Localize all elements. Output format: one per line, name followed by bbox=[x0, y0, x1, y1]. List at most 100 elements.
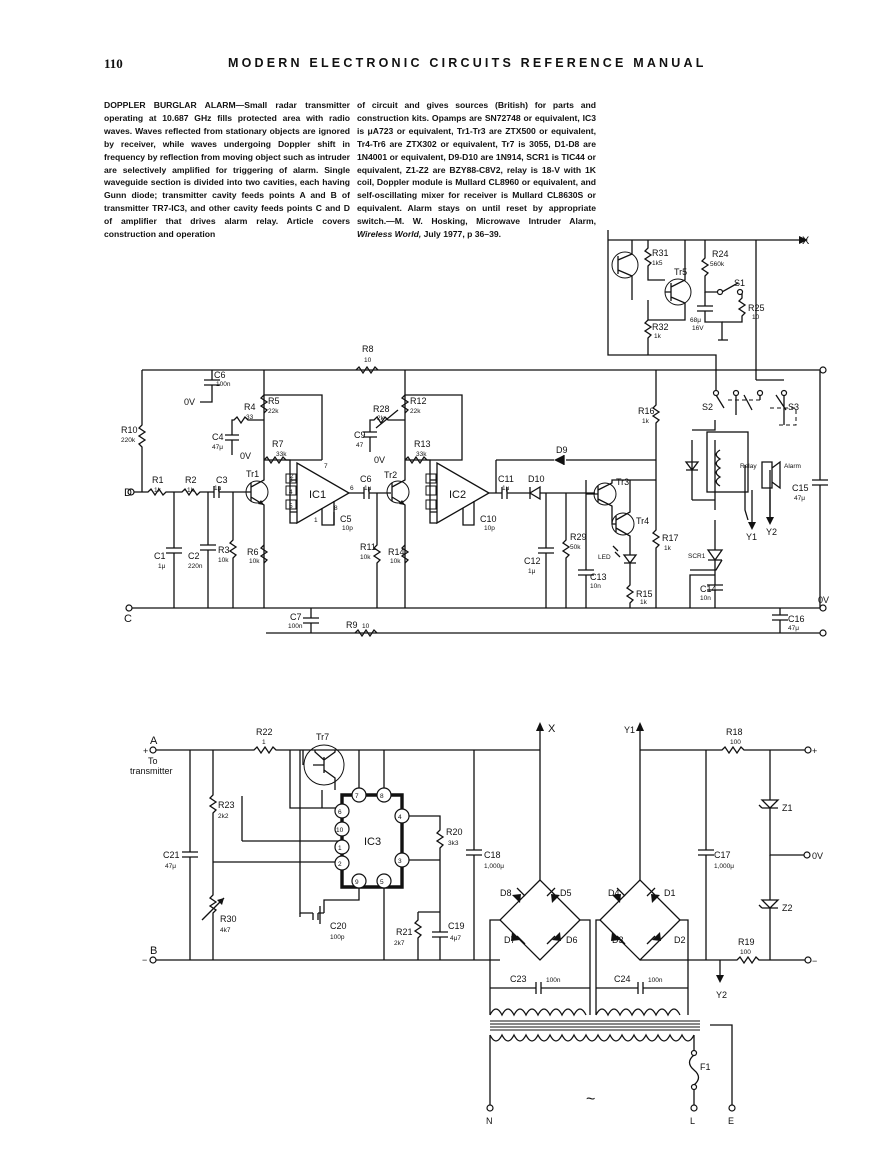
label-D3: D3 bbox=[612, 935, 624, 945]
ic1-pin8: 8 bbox=[334, 505, 338, 512]
label-D7: D7 bbox=[504, 935, 516, 945]
label-Y2: Y2 bbox=[766, 527, 777, 537]
label-D9: D9 bbox=[556, 445, 568, 455]
label-Z1: Z1 bbox=[782, 803, 793, 813]
label-C11: C11 bbox=[498, 474, 514, 484]
label-R25: R25 bbox=[748, 303, 765, 313]
label-C6bv: 1μ bbox=[364, 485, 372, 492]
upper-schematic-labels: D C X 0V 0V 0V 0V R1 1k R2 1k C3 1μ C1 1… bbox=[121, 235, 829, 632]
label-ov-c9: 0V bbox=[374, 455, 385, 465]
label-C5: C5 bbox=[340, 514, 352, 524]
ic1-pin7: 7 bbox=[324, 463, 328, 470]
ic3-pin1: 1 bbox=[338, 845, 342, 852]
label-R31v: 1k5 bbox=[652, 260, 663, 267]
label-R10v: 220k bbox=[121, 437, 136, 444]
label-Y1: Y1 bbox=[746, 532, 757, 542]
ic1-pin4: 4 bbox=[289, 489, 293, 496]
label-R19: R19 bbox=[738, 937, 755, 947]
label-C11v: 1μ bbox=[502, 485, 510, 492]
ic1-pin3: 3 bbox=[289, 477, 293, 484]
label-C16v: 47μ bbox=[788, 625, 799, 632]
label-R20v: 3k3 bbox=[448, 840, 459, 847]
label-R29v: 50k bbox=[570, 544, 581, 551]
ic3-pin8: 8 bbox=[380, 793, 384, 800]
label-R31: R31 bbox=[652, 248, 669, 258]
label-D10: D10 bbox=[528, 474, 545, 484]
terminal-C-label: C bbox=[124, 613, 132, 625]
label-C20v: 100p bbox=[330, 934, 345, 941]
terminal-X-label: X bbox=[802, 235, 810, 247]
label-E: E bbox=[728, 1116, 734, 1126]
label-R30: R30 bbox=[220, 914, 237, 924]
label-C13v: 10n bbox=[590, 583, 601, 590]
label-R25v: 10 bbox=[752, 314, 760, 321]
label-R16: R16 bbox=[638, 406, 655, 416]
label-Tr7: Tr7 bbox=[316, 732, 329, 742]
terminal-D-label: D bbox=[124, 487, 132, 499]
lower-schematic-labels: A + To transmitter B − R22 1 R23 2k2 R30… bbox=[130, 723, 823, 1126]
label-R20: R20 bbox=[446, 827, 463, 837]
label-R19v: 100 bbox=[740, 949, 751, 956]
ic3-pin3: 3 bbox=[398, 858, 402, 865]
label-C12v: 1μ bbox=[528, 568, 536, 575]
label-R29: R29 bbox=[570, 532, 587, 542]
label-R23v: 2k2 bbox=[218, 813, 229, 820]
label-R6v: 10k bbox=[249, 558, 260, 565]
label-R18v: 100 bbox=[730, 739, 741, 746]
label-R14v: 10k bbox=[390, 558, 401, 565]
label-R3v: 10k bbox=[218, 557, 229, 564]
label-C68v2: 16V bbox=[692, 325, 704, 332]
label-R22v: 1 bbox=[262, 739, 266, 746]
label-C23v: 100n bbox=[546, 977, 561, 984]
label-C15: C15 bbox=[792, 483, 809, 493]
label-R1: R1 bbox=[152, 475, 164, 485]
label-S3: S3 bbox=[788, 402, 799, 412]
label-R30v: 4k7 bbox=[220, 927, 231, 934]
label-C14v: 10n bbox=[700, 595, 711, 602]
label-IC1: IC1 bbox=[309, 489, 326, 501]
label-C13: C13 bbox=[590, 572, 607, 582]
label-C18: C18 bbox=[484, 850, 501, 860]
label-C10: C10 bbox=[480, 514, 497, 524]
article-column-2: of circuit and gives sources (British) f… bbox=[357, 99, 596, 241]
label-R8v: 10 bbox=[364, 357, 372, 364]
label-C68v: 68μ bbox=[690, 317, 701, 324]
label-C10v: 10p bbox=[484, 525, 495, 532]
label-C6b: C6 bbox=[360, 474, 372, 484]
label-Tr1: Tr1 bbox=[246, 469, 259, 479]
label-C20: C20 bbox=[330, 921, 347, 931]
terminal-A-label: A bbox=[150, 735, 158, 747]
label-R21v: 2k7 bbox=[394, 940, 405, 947]
ic1-pin5: 5 bbox=[289, 503, 293, 510]
label-Y2-out: Y2 bbox=[716, 990, 727, 1000]
label-D8: D8 bbox=[500, 888, 512, 898]
label-C3v: 1μ bbox=[214, 485, 222, 492]
label-C17: C17 bbox=[714, 850, 731, 860]
label-C6: C6 bbox=[214, 370, 226, 380]
label-C4v: 47μ bbox=[212, 444, 223, 451]
journal-name: Wireless World, bbox=[357, 229, 422, 240]
ic3-pin9: 9 bbox=[355, 879, 359, 886]
label-C15v: 47μ bbox=[794, 495, 805, 502]
label-C4: C4 bbox=[212, 432, 224, 442]
label-R11: R11 bbox=[360, 542, 376, 552]
ic1-pin2: 2 bbox=[290, 473, 294, 480]
label-R7v: 33k bbox=[276, 451, 287, 458]
label-Tr4: Tr4 bbox=[636, 516, 649, 526]
label-C16: C16 bbox=[788, 614, 805, 624]
label-R5v: 22k bbox=[268, 408, 279, 415]
label-R12: R12 bbox=[410, 396, 427, 406]
label-C21v: 47μ bbox=[165, 863, 176, 870]
page-number: 110 bbox=[104, 56, 123, 71]
label-F1: F1 bbox=[700, 1062, 711, 1072]
label-R14: R14 bbox=[388, 547, 405, 557]
label-R7: R7 bbox=[272, 439, 284, 449]
label-S1: S1 bbox=[734, 278, 745, 288]
book-title: MODERN ELECTRONIC CIRCUITS REFERENCE MAN… bbox=[228, 56, 707, 70]
terminal-plus-right: + bbox=[812, 746, 817, 756]
article-text-2a: of circuit and gives sources (British) f… bbox=[357, 100, 596, 227]
label-transmitter: transmitter bbox=[130, 766, 173, 776]
label-D5: D5 bbox=[560, 888, 572, 898]
